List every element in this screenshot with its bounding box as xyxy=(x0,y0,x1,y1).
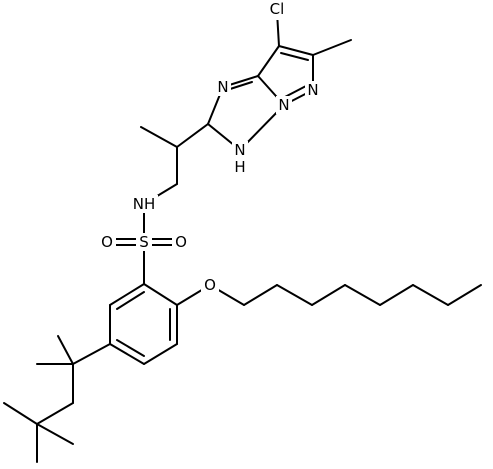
bond-ring-4-5-double xyxy=(116,339,145,357)
pyrazole-n-atom: N xyxy=(305,81,321,99)
bond-tbu-methyl-right xyxy=(36,423,74,445)
bond-ring-4-5 xyxy=(109,343,145,365)
bond-c3a-c3 xyxy=(257,45,280,77)
ring-nh-atom: N H xyxy=(232,141,248,176)
ring-n-label: N xyxy=(234,141,245,159)
bond-chain-c6-c7 xyxy=(412,284,449,306)
bonds xyxy=(3,11,482,463)
bond-ring-6-1-double xyxy=(116,291,145,310)
bond-ring-3-4 xyxy=(143,343,178,365)
triazole-n-atom: N xyxy=(215,78,231,96)
sulfur-label: S xyxy=(139,233,149,251)
bond-c2-methyl xyxy=(312,39,352,56)
sulfonyl-o-right-atom: O xyxy=(172,233,190,251)
triazole-n-label: N xyxy=(217,78,228,96)
bond-c3a-n4-double xyxy=(226,81,253,91)
sulfonyl-o-left-atom: O xyxy=(98,233,116,251)
bond-ring-quat-c xyxy=(72,343,111,365)
bond-c5-ch xyxy=(176,123,209,148)
bond-c3-c2 xyxy=(278,45,314,56)
bond-chain-c5-c6 xyxy=(379,284,414,306)
bond-ch-methyl xyxy=(140,126,178,148)
bond-ring-6-1 xyxy=(109,283,145,306)
bond-quat-methyl-up xyxy=(57,335,74,365)
bridge-n-atom: N xyxy=(276,96,292,114)
bridge-n-label: N xyxy=(278,96,289,114)
pyrazole-n-label: N xyxy=(307,81,318,99)
bond-tbu-methyl-left xyxy=(3,402,38,425)
sulfonamide-nh-atom: NH xyxy=(131,195,158,213)
bond-chain-c7-c8 xyxy=(447,284,482,306)
atom-labels: Cl N N N N H NH S O xyxy=(98,0,321,294)
bond-ring-1-2 xyxy=(143,283,178,306)
bond-chain-c1-c2 xyxy=(243,284,278,306)
bond-chain-c3-c4 xyxy=(311,284,346,306)
sulfonamide-nh-label: NH xyxy=(133,195,156,213)
ether-o-label: O xyxy=(204,276,216,294)
bond-c3-c2-double xyxy=(280,52,309,61)
bond-ch2-tbu xyxy=(36,402,74,425)
chlorine-label: Cl xyxy=(270,0,285,18)
bond-chain-c4-c5 xyxy=(344,284,381,306)
sulfonyl-o-right-label: O xyxy=(175,233,187,251)
sulfur-atom: S xyxy=(136,233,152,251)
chlorine-atom: Cl xyxy=(266,0,290,20)
sulfonyl-o-left-label: O xyxy=(101,233,113,251)
ether-o-atom: O xyxy=(201,276,219,294)
ring-h-label: H xyxy=(234,158,245,176)
bond-chain-c2-c3 xyxy=(276,284,313,306)
